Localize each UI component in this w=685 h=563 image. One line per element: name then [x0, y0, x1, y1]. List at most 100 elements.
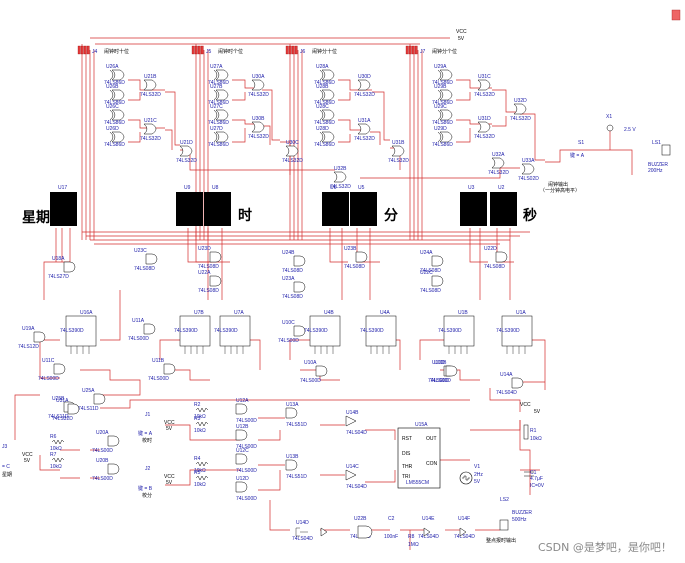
gate-ref: U23B — [344, 246, 357, 252]
gate-part: 74LS32D — [474, 92, 495, 98]
svg-text:OUT: OUT — [426, 436, 437, 442]
display-u3: U3 — [460, 185, 487, 226]
gate-part: 74LS00D — [428, 378, 449, 384]
gate-part: 74LS08D — [282, 268, 303, 274]
counter-u1b: U1B 74LS390D — [438, 310, 475, 354]
v1-volts: 5V — [474, 479, 481, 485]
svg-text:RST: RST — [402, 436, 412, 442]
gate-part: 74LS00D — [430, 378, 451, 384]
vcc-label: VCC — [456, 29, 467, 35]
c1-val: 4.7μF — [530, 476, 543, 482]
u14e-ref: U14E — [422, 516, 435, 522]
gate-part: 74LS86D — [432, 142, 453, 148]
gate-part: 74LS00D — [236, 496, 257, 502]
j1-vcc: VCC — [164, 420, 175, 426]
resistor-ref: R7 — [50, 452, 57, 458]
j3-key: = C — [2, 464, 10, 470]
display-ref: U6 — [330, 185, 337, 191]
gate-part: 74LS32D — [510, 116, 531, 122]
display-u8: U8 — [204, 185, 231, 226]
header-ref: J7 — [420, 49, 426, 55]
gate-part: 74LS32D — [354, 136, 375, 142]
gate-ref: U31A — [358, 118, 371, 124]
gate-part: 74LS00D — [300, 378, 321, 384]
gate-ref: U33A — [522, 158, 535, 164]
gate-part: 74LS32D — [248, 134, 269, 140]
counter-ref: U16A — [80, 310, 93, 316]
gate-part: 74LS11D — [48, 414, 69, 420]
alarm-sub: （一分钟高电平） — [540, 187, 580, 194]
gate-part: 74LS08D — [420, 268, 441, 274]
j1-desc: 校时 — [142, 437, 152, 444]
timer-ref: U15A — [415, 422, 428, 428]
header-ref: J6 — [300, 49, 306, 55]
resistor-val: 10kΩ — [194, 482, 206, 488]
gate-part: 74LS86D — [314, 100, 335, 106]
resistor-val: 10kΩ — [194, 468, 206, 474]
c2-val: 100nF — [384, 534, 398, 540]
display-u2: U2 — [490, 185, 517, 226]
display-u9: U9 — [176, 185, 203, 226]
gate-ref: U28D — [316, 126, 329, 132]
vcc-label-2: VCC — [520, 402, 531, 408]
clock-source-v1: V1 2Hz 5V — [459, 464, 483, 485]
display-ref: U17 — [58, 185, 67, 191]
gate-ref: U26A — [106, 64, 119, 70]
counter-part: 74LS390D — [438, 328, 462, 334]
counter-ref: U1B — [458, 310, 468, 316]
j3-vcc: VCC — [22, 452, 33, 458]
gate-ref: U25B — [52, 396, 65, 402]
timer-part: LM555CM — [406, 480, 429, 486]
hourly-chime: U14D 74LS04D U22B 74LS08D C2 100nF R8 1M… — [292, 497, 532, 548]
gate-part: 74LS32D — [248, 92, 269, 98]
display-ref: U8 — [212, 185, 219, 191]
header-ref: J4 — [92, 49, 98, 55]
gate-ref: U10D — [432, 360, 445, 366]
gate-part: 74LS08D — [282, 294, 303, 300]
ls2-name: BUZZER — [512, 510, 532, 516]
counter-ref: U4B — [324, 310, 334, 316]
gate-part: 74LS86D — [432, 120, 453, 126]
gate-ref: U27A — [210, 64, 223, 70]
gate-part: 74LS86D — [104, 80, 125, 86]
gate-part: 74LS04D — [496, 390, 517, 396]
gate-part: 74LS08D — [484, 264, 505, 270]
header-ref: J5 — [206, 49, 212, 55]
gate-part: 74LS86D — [432, 100, 453, 106]
resistor-val: 10kΩ — [194, 428, 206, 434]
gate-part: 74LS86D — [314, 120, 335, 126]
logic-gates: U26A74LS86DU26B74LS86DU26C74LS86DU26D74L… — [18, 64, 539, 502]
gate-ref: U28A — [316, 64, 329, 70]
gate-part: 74LS00D — [92, 448, 113, 454]
j2-key: 键 = B — [138, 485, 153, 492]
counter-part: 74LS390D — [496, 328, 520, 334]
gate-ref: U26C — [106, 104, 119, 110]
x1-ref: X1 — [606, 114, 612, 120]
gate-part: 74LS00D — [236, 444, 257, 450]
counter-part: 74LS390D — [60, 328, 84, 334]
r8-val: 1MΩ — [408, 542, 419, 548]
